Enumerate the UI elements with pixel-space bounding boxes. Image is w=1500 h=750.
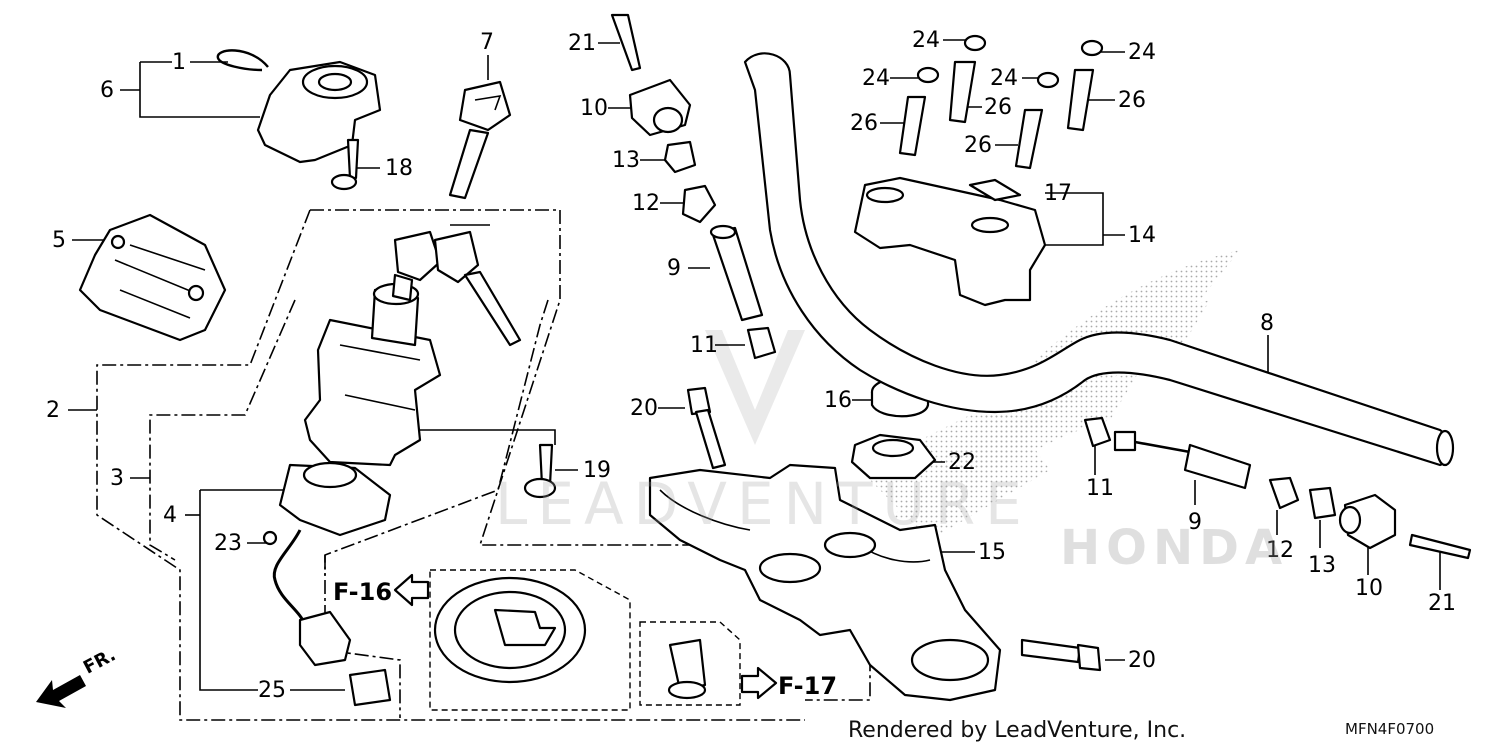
callout-13-right: 13 xyxy=(1308,553,1336,578)
bracket-6 xyxy=(139,62,260,118)
callout-24-a: 24 xyxy=(912,28,940,53)
callout-14: 14 xyxy=(1128,223,1156,248)
circlip-part xyxy=(216,49,269,72)
callout-21-left: 21 xyxy=(568,31,596,56)
leadventure-watermark: LEADVENTURE xyxy=(495,470,1032,538)
callout-3: 3 xyxy=(110,466,124,491)
screw-18-part xyxy=(330,138,360,191)
callout-1: 1 xyxy=(172,50,186,75)
collar-13-right-part xyxy=(1308,486,1337,520)
nut-12-right-part xyxy=(1268,476,1300,510)
nut-12-left-part xyxy=(681,184,717,224)
callout-5: 5 xyxy=(52,228,66,253)
callout-18: 18 xyxy=(385,156,413,181)
bar-end-10-right-part xyxy=(1338,493,1397,550)
bracket-4 xyxy=(199,490,258,691)
callout-20-top: 20 xyxy=(630,396,658,421)
weight-9-left-part xyxy=(709,224,764,322)
bolt-20-bottom-part xyxy=(1020,638,1102,672)
collar-13-left-part xyxy=(663,140,697,174)
switch-bracket-part xyxy=(78,213,227,342)
cap-24-d-part xyxy=(1080,39,1104,57)
assembly-outline-2 xyxy=(310,209,871,701)
bolt-26-a-part xyxy=(948,60,977,124)
fuel-cap-part xyxy=(433,576,587,684)
callout-10-left: 10 xyxy=(580,96,608,121)
bar-end-10-left-part xyxy=(628,78,692,137)
arrow-f17-icon xyxy=(740,666,778,700)
bolt-26-d-part xyxy=(1066,68,1095,132)
callout-24-c: 24 xyxy=(990,66,1018,91)
assembly-outline-2-left xyxy=(96,209,805,721)
connector-25-part xyxy=(348,668,392,707)
callout-26-c: 26 xyxy=(964,133,992,158)
callout-13-left: 13 xyxy=(612,148,640,173)
handlebar-8-part xyxy=(743,52,1455,467)
callout-19: 19 xyxy=(583,458,611,483)
callout-23: 23 xyxy=(214,531,242,556)
callout-6: 6 xyxy=(100,78,114,103)
callout-20-bottom: 20 xyxy=(1128,648,1156,673)
bracket-14 xyxy=(1040,192,1104,246)
callout-11-right: 11 xyxy=(1086,476,1114,501)
bolt-26-c-part xyxy=(1014,108,1044,170)
callout-10-right: 10 xyxy=(1355,576,1383,601)
lock-cylinder-part xyxy=(667,638,707,700)
screw-19-part xyxy=(523,443,557,499)
callout-9-left: 9 xyxy=(667,256,681,281)
cap-24-b-part xyxy=(916,66,940,84)
cap-24-a-part xyxy=(963,34,987,52)
immobilizer-part xyxy=(262,461,392,667)
holder-14-part xyxy=(853,176,1047,307)
callout-24-d: 24 xyxy=(1128,40,1156,65)
callout-21-right: 21 xyxy=(1428,591,1456,616)
reference-f16: F-16 xyxy=(333,578,393,606)
arrow-f16-icon xyxy=(393,573,430,607)
callout-8: 8 xyxy=(1260,311,1274,336)
callout-9-right: 9 xyxy=(1188,510,1202,535)
diagram-code: MFN4F0700 xyxy=(1345,720,1435,738)
screw-21-left-part xyxy=(610,13,642,72)
assembly-outline-3-left xyxy=(149,299,296,561)
key-part xyxy=(448,80,512,200)
ignition-cover-part xyxy=(256,60,382,164)
callout-11-left: 11 xyxy=(690,333,718,358)
render-credit: Rendered by LeadVenture, Inc. xyxy=(848,718,1187,743)
screw-21-right-part xyxy=(1408,533,1472,560)
fuel-cap-box xyxy=(429,569,631,711)
callout-15: 15 xyxy=(978,540,1006,565)
callout-26-a: 26 xyxy=(850,111,878,136)
nut-11-left-part xyxy=(746,326,777,360)
callout-12-left: 12 xyxy=(632,191,660,216)
callout-12-right: 12 xyxy=(1266,538,1294,563)
honda-watermark: HONDA xyxy=(1060,520,1289,576)
leadventure-logo-watermark xyxy=(705,330,805,445)
callout-22: 22 xyxy=(948,450,976,475)
callout-26-b: 26 xyxy=(984,95,1012,120)
callout-2: 2 xyxy=(46,398,60,423)
assembly-outline-4 xyxy=(324,555,401,718)
weight-9-right-part xyxy=(1113,430,1252,490)
fr-arrow-icon xyxy=(36,675,86,708)
bolt-26-b-part xyxy=(898,95,927,157)
callout-7: 7 xyxy=(480,30,494,55)
cap-24-c-part xyxy=(1036,71,1060,89)
callout-4: 4 xyxy=(163,503,177,528)
nut-11-right-part xyxy=(1083,416,1112,448)
reference-f17: F-17 xyxy=(778,672,838,700)
callout-17: 17 xyxy=(1044,181,1072,206)
top-bridge-15-part xyxy=(648,463,1002,702)
bolt-20-top-part xyxy=(686,386,727,470)
callout-24-b: 24 xyxy=(862,66,890,91)
nut-22-part xyxy=(850,433,937,480)
lock-cylinder-box xyxy=(639,621,741,706)
ignition-switch-part xyxy=(303,224,522,467)
callout-26-d: 26 xyxy=(1118,88,1146,113)
callout-16: 16 xyxy=(824,388,852,413)
callout-25: 25 xyxy=(258,678,286,703)
